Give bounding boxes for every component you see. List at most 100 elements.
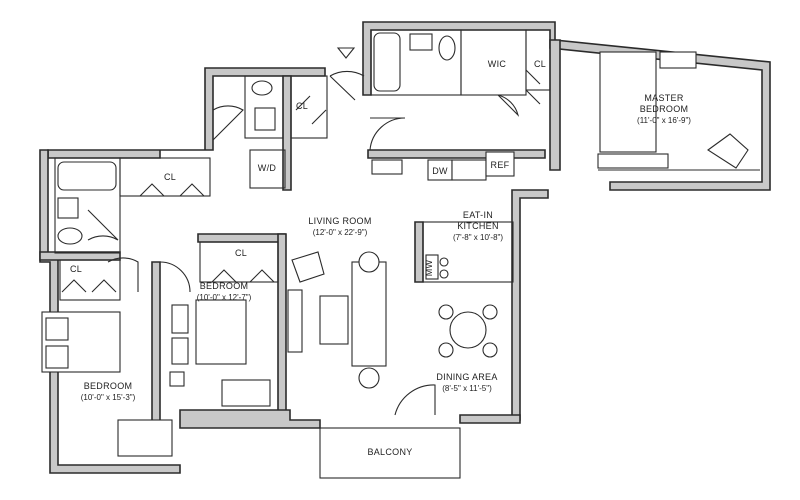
mid-closet-doors — [211, 269, 275, 283]
dining-chair-icon — [438, 342, 454, 358]
left-desk-icon — [117, 419, 173, 457]
master-toilet-icon — [438, 35, 456, 61]
master-closet-doors — [525, 69, 541, 105]
left-closet-outline — [59, 259, 121, 301]
hall-bath-outline — [54, 157, 121, 254]
wall-hall-center — [282, 75, 292, 191]
entry-triangle-icon — [336, 47, 356, 59]
left-bedroom-door — [107, 257, 139, 292]
mid-closet-label: CL — [235, 248, 247, 258]
kitchen-sink-icon — [451, 159, 487, 181]
entry-bath-outline — [244, 75, 284, 139]
mid-bedroom-label: BEDROOM — [200, 281, 249, 291]
master-bed-icon — [599, 51, 657, 153]
left-nightstand-icon — [45, 345, 69, 369]
entry-closet-outline — [290, 75, 328, 139]
wall-master-left — [549, 39, 561, 171]
balcony-outline — [319, 427, 461, 479]
kitchen-counter-left — [371, 159, 403, 175]
wall-mid-bedroom-left — [151, 261, 161, 431]
labels: MASTER BEDROOM (11'-0" x 16'-9") WIC CL … — [70, 59, 691, 457]
fixtures — [41, 32, 749, 457]
hall-bath-door — [87, 209, 119, 241]
hall-sink-icon — [57, 197, 79, 219]
ref-label: REF — [491, 160, 510, 170]
mw-label: MW — [424, 259, 434, 276]
dw-label: DW — [432, 166, 448, 176]
left-bedroom-dims: (10'-0" x 15'-3") — [81, 393, 136, 402]
master-bedroom-label-2: BEDROOM — [640, 104, 689, 114]
master-closet-label: CL — [534, 59, 546, 69]
wic-door — [497, 94, 520, 117]
coffee-table-icon — [319, 295, 349, 345]
dining-chair-icon — [482, 304, 498, 320]
balcony-door — [394, 384, 436, 416]
dining-chair-icon — [438, 304, 454, 320]
wall-entry-upper — [47, 67, 326, 159]
master-armchair-icon — [707, 133, 749, 169]
left-nightstand-icon — [45, 317, 69, 341]
kitchen-label-1: EAT-IN — [463, 210, 493, 220]
living-room-label: LIVING ROOM — [308, 216, 371, 226]
left-bedroom-label: BEDROOM — [84, 381, 133, 391]
entry-closet-doors — [295, 95, 327, 125]
interior-lines — [54, 29, 760, 479]
left-closet-label: CL — [70, 264, 82, 274]
wall-mid-bedroom-top — [197, 233, 286, 243]
master-bench-icon — [597, 153, 669, 169]
master-bedroom-dims: (11'-0" x 16'-9") — [637, 116, 691, 125]
entry-sink-icon — [254, 107, 276, 131]
sofa-icon — [351, 261, 387, 367]
kitchen-label-2: KITCHEN — [457, 221, 499, 231]
media-console-icon — [287, 289, 303, 353]
entry-door — [329, 70, 365, 101]
living-room-dims: (12'-0" x 22'-9") — [313, 228, 368, 237]
side-table-icon — [358, 251, 380, 273]
dining-chair-icon — [482, 342, 498, 358]
wall-bottom-left — [179, 409, 321, 429]
hall-closet-outline — [119, 157, 211, 197]
entry-toilet-icon — [251, 80, 273, 96]
microwave-box — [425, 254, 439, 280]
mid-closet-outline — [199, 241, 279, 283]
walls — [39, 21, 771, 474]
master-bedroom-label-1: MASTER — [644, 93, 684, 103]
kitchen-outline — [422, 221, 514, 283]
kitchen-door — [369, 117, 406, 151]
wall-mid-bedroom-right — [277, 233, 287, 421]
kitchen-dims: (7'-8" x 10'-8") — [453, 233, 503, 242]
master-dresser-icon — [659, 51, 697, 69]
mid-chair-icon — [169, 371, 185, 387]
mid-bed-icon — [195, 299, 247, 365]
dining-table-icon — [449, 311, 487, 349]
mid-bedroom-door — [159, 261, 191, 293]
mid-nightstand-icon — [171, 304, 189, 334]
side-table-icon — [358, 367, 380, 389]
wall-kitchen-left — [414, 221, 424, 283]
wd-outline — [249, 149, 286, 189]
dining-area-label: DINING AREA — [436, 372, 497, 382]
mid-nightstand-icon — [171, 337, 189, 365]
entry-closet-label: CL — [296, 101, 308, 111]
wic-label: WIC — [488, 59, 507, 69]
left-closet-doors — [61, 279, 117, 293]
bath-door — [212, 105, 244, 141]
burner-icon — [439, 269, 449, 279]
balcony-label: BALCONY — [367, 447, 412, 457]
wd-label: W/D — [258, 163, 277, 173]
refrigerator-box — [485, 151, 515, 177]
hall-toilet-icon — [57, 227, 83, 245]
wall-kitchen-back — [367, 149, 546, 159]
doors — [61, 69, 541, 416]
hall-closet-label: CL — [164, 172, 176, 182]
hall-closet-doors — [139, 183, 205, 197]
mid-bedroom-dims: (10'-0" x 12'-7") — [197, 293, 252, 302]
mid-desk-icon — [221, 379, 271, 407]
hall-tub-icon — [57, 161, 117, 191]
burner-icon — [439, 257, 449, 267]
master-closet-outline — [525, 29, 551, 91]
master-sink-icon — [409, 33, 433, 51]
wall-right-exterior — [511, 189, 549, 421]
armchair-icon — [291, 251, 325, 283]
